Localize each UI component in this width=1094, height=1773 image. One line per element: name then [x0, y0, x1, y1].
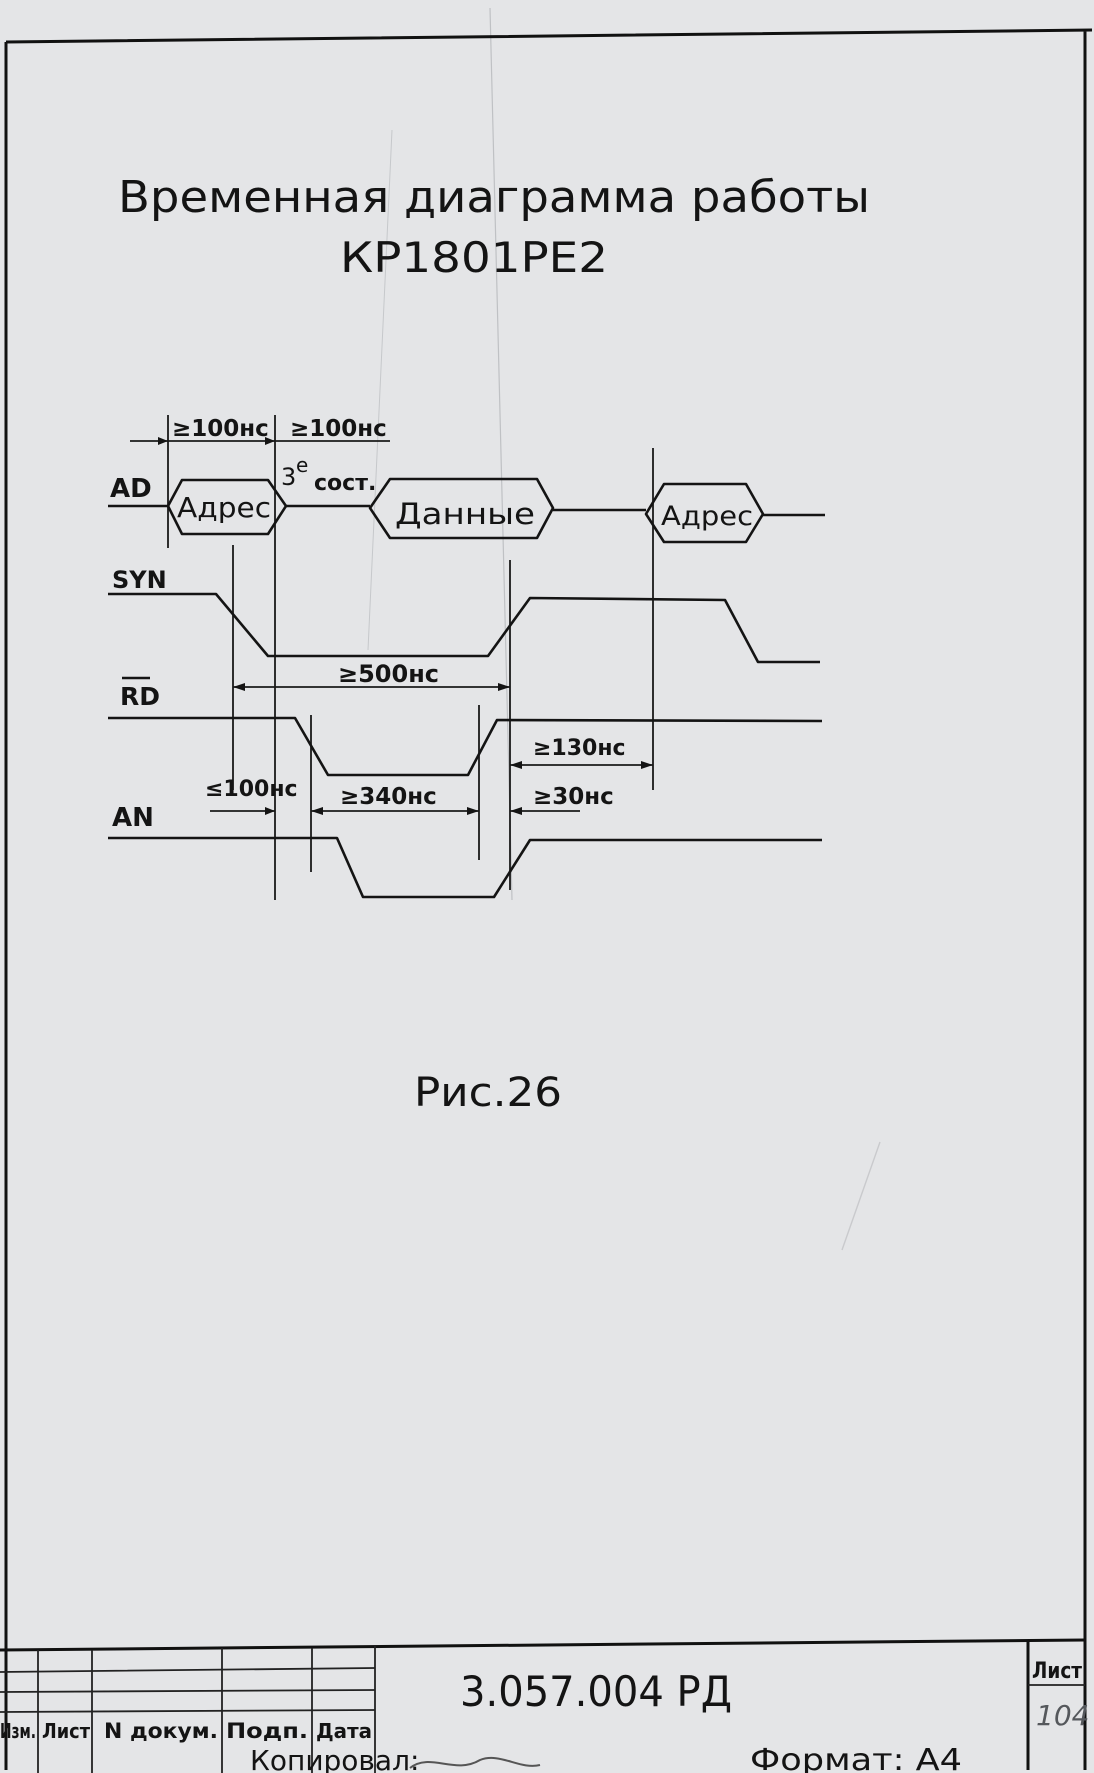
- timing-label-syn-hold: ≥500нс: [338, 660, 439, 688]
- copier-signature: [409, 1756, 541, 1769]
- timing-label-an-syn: ≥30нс: [533, 784, 614, 810]
- figure-caption: Рис.26: [414, 1070, 562, 1116]
- timing-label-addr-setup: ≥100нс: [172, 416, 269, 442]
- bus-label-address-2: Адрес: [661, 501, 753, 532]
- timing-label-third-state: ≥100нс: [290, 416, 387, 442]
- timing-arrows: [130, 437, 653, 815]
- diagram-title-line2: КР1801РЕ2: [340, 233, 608, 282]
- paper-crease: [367, 129, 393, 651]
- sheet-label: Лист: [1032, 1659, 1082, 1684]
- sheet-number: 104: [1036, 1699, 1089, 1732]
- timing-label-an-delay: ≤100нс: [205, 777, 298, 802]
- copied-label: Копировал:: [250, 1744, 419, 1773]
- third-state-word: сост.: [314, 471, 376, 496]
- ad-bus-waveform: [108, 477, 825, 544]
- title-block: [0, 1638, 1086, 1773]
- third-state-number: 3: [281, 463, 296, 491]
- col-izm: Изм.: [0, 1719, 36, 1743]
- timing-label-rd-syn: ≥130нс: [533, 736, 626, 761]
- format-label: Формат: А4: [750, 1743, 962, 1773]
- paper-crease: [841, 1141, 881, 1251]
- bus-label-address-1: Адрес: [177, 491, 271, 524]
- signal-label-syn: SYN: [112, 566, 167, 594]
- rd-waveform: [108, 716, 823, 777]
- col-doc: N докум.: [104, 1719, 218, 1743]
- syn-waveform: [108, 592, 820, 664]
- col-date: Дата: [316, 1719, 372, 1743]
- signal-label-rd: RD: [120, 682, 160, 711]
- bus-label-data: Данные: [395, 497, 535, 531]
- third-state-superscript: е: [296, 453, 308, 477]
- signal-label-an: AN: [112, 803, 154, 833]
- col-list: Лист: [42, 1719, 90, 1743]
- timing-reference-lines: [167, 415, 654, 900]
- signal-label-ad: AD: [110, 474, 152, 504]
- diagram-title-line1: Временная диаграмма работы: [118, 172, 870, 223]
- col-sign: Подп.: [226, 1719, 308, 1743]
- an-waveform: [108, 836, 822, 899]
- doc-number: 3.057.004 РД: [460, 1667, 732, 1716]
- sheet-frame: [4, 28, 1093, 1770]
- timing-label-an-width: ≥340нс: [340, 784, 437, 810]
- paper-crease: [489, 7, 513, 901]
